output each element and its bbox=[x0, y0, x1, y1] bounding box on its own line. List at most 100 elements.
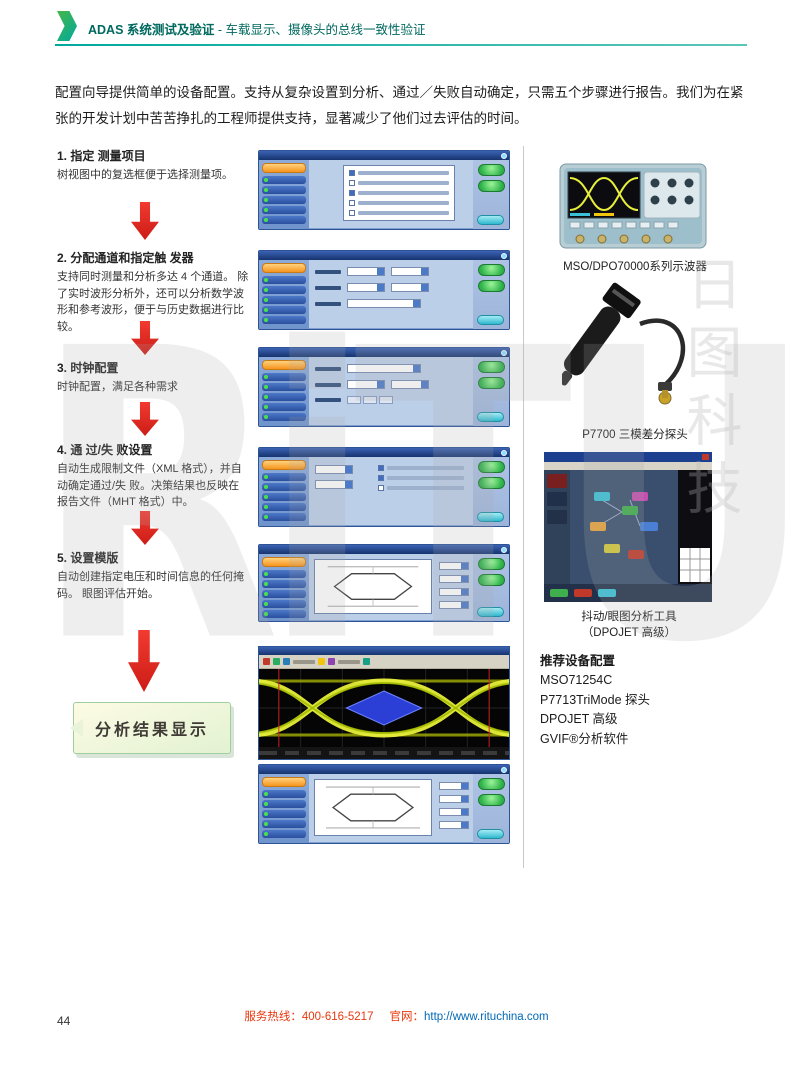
help-icon bbox=[501, 449, 507, 456]
dialog-content bbox=[309, 457, 473, 526]
mask-shape-graphic bbox=[325, 786, 421, 829]
hotline-number: 400-616-5217 bbox=[301, 1011, 374, 1023]
oscilloscope-graphic bbox=[559, 163, 707, 249]
screenshot-step1-measurement-dialog bbox=[258, 150, 510, 230]
dialog-titlebar bbox=[259, 765, 509, 774]
dialog-titlebar bbox=[259, 251, 509, 260]
website-label: 官网： bbox=[389, 1011, 424, 1023]
hotline-label: 服务热线： bbox=[244, 1011, 302, 1023]
header-title-main: ADAS 系统测试及验证 bbox=[88, 23, 215, 37]
help-icon bbox=[501, 546, 507, 553]
dialog-titlebar bbox=[259, 348, 509, 357]
screenshot-final-mask-dialog bbox=[258, 764, 510, 844]
measurement-checklist bbox=[343, 165, 455, 221]
dpojet-tool-screenshot bbox=[544, 452, 712, 602]
down-arrow-icon bbox=[131, 202, 159, 240]
single-button bbox=[477, 574, 505, 586]
eye-diagram-plot bbox=[259, 669, 509, 747]
screenshot-eye-diagram-result bbox=[258, 646, 510, 760]
down-arrow-icon bbox=[131, 402, 159, 436]
run-button bbox=[477, 461, 505, 473]
mask-shape-graphic bbox=[327, 566, 419, 607]
dpojet-tool-graphic bbox=[544, 452, 712, 602]
page-header-title: ADAS 系统测试及验证 - 车载显示、摄像头的总线一致性验证 bbox=[88, 19, 426, 38]
single-button bbox=[477, 377, 505, 389]
setup-button bbox=[262, 777, 306, 787]
recalc-button bbox=[477, 215, 504, 225]
screenshot-step4-passfail-dialog bbox=[258, 447, 510, 527]
window-toolbar bbox=[259, 655, 509, 669]
footer-spacer bbox=[377, 1011, 387, 1023]
step-2-title: 2. 分配通道和指定触 发器 bbox=[57, 251, 194, 265]
down-arrow-icon bbox=[131, 511, 159, 545]
recalc-button bbox=[477, 315, 504, 325]
recalc-button bbox=[477, 829, 504, 839]
recommended-item: P7713TriMode 探头 bbox=[540, 692, 650, 707]
setup-button bbox=[262, 360, 306, 370]
step-1: 1. 指定 测量项目 树视图中的复选框便于选择测量项。 bbox=[57, 147, 249, 184]
intro-paragraph: 配置向导提供简单的设备配置。支持从复杂设置到分析、通过／失败自动确定，只需五个步… bbox=[55, 85, 744, 127]
dialog-content bbox=[309, 357, 473, 426]
run-button bbox=[477, 558, 505, 570]
step-4-title: 4. 通 过/失 败设置 bbox=[57, 443, 153, 457]
dialog-titlebar bbox=[259, 151, 509, 160]
help-icon bbox=[501, 349, 507, 356]
dialog-sidebar bbox=[259, 260, 309, 329]
dialog-sidebar bbox=[259, 554, 309, 621]
measurement-readout-bar bbox=[259, 747, 509, 759]
column-divider bbox=[523, 146, 524, 868]
single-button bbox=[477, 794, 505, 806]
step-1-desc: 树视图中的复选框便于选择测量项。 bbox=[57, 169, 233, 181]
step-5: 5. 设置模版 自动创建指定电压和时间信息的任何掩码。 眼图评估开始。 bbox=[57, 549, 249, 602]
setup-button bbox=[262, 163, 306, 173]
step-3: 3. 时钟配置 时钟配置，满足各种需求 bbox=[57, 359, 249, 396]
step-2-desc: 支持同时测量和分析多达 4 个通道。 除了实时波形分析外，还可以分析数学波形和参… bbox=[57, 271, 249, 333]
window-titlebar bbox=[259, 647, 509, 655]
dialog-content bbox=[309, 554, 473, 621]
page-number: 44 bbox=[57, 1014, 71, 1028]
eye-mask-diagram bbox=[314, 779, 432, 836]
help-icon bbox=[501, 252, 507, 259]
recommended-config: 推荐设备配置 MSO71254C P7713TriMode 探头 DPOJET … bbox=[540, 652, 740, 749]
oscilloscope-caption: MSO/DPO70000系列示波器 bbox=[563, 261, 707, 273]
recommended-item: MSO71254C bbox=[540, 673, 613, 688]
recommended-item: DPOJET 高级 bbox=[540, 712, 618, 727]
screenshot-step2-source-dialog bbox=[258, 250, 510, 330]
recommended-item: GVIF®分析软件 bbox=[540, 731, 629, 746]
recalc-button bbox=[477, 512, 504, 522]
single-button bbox=[477, 280, 505, 292]
dialog-content bbox=[309, 774, 473, 843]
run-button bbox=[477, 778, 505, 790]
header-title-sub: - 车载显示、摄像头的总线一致性验证 bbox=[214, 23, 426, 37]
recalc-button bbox=[477, 607, 504, 617]
screenshot-step5-mask-dialog bbox=[258, 544, 510, 622]
probe-caption: P7700 三模差分探头 bbox=[582, 429, 688, 441]
header-divider bbox=[55, 44, 747, 46]
header-chevron-icon bbox=[57, 11, 77, 41]
help-icon bbox=[501, 152, 507, 159]
dialog-sidebar bbox=[259, 357, 309, 426]
setup-button bbox=[262, 460, 306, 470]
dialog-sidebar bbox=[259, 457, 309, 526]
probe-graphic bbox=[562, 282, 707, 420]
step-3-title: 3. 时钟配置 bbox=[57, 361, 119, 375]
down-arrow-icon bbox=[128, 630, 160, 692]
step-4: 4. 通 过/失 败设置 自动生成限制文件（XML 格式），并自动确定通过/失 … bbox=[57, 441, 249, 511]
step-4-desc: 自动生成限制文件（XML 格式），并自动确定通过/失 败。决策结果也反映在报告文… bbox=[57, 463, 242, 508]
single-button bbox=[477, 180, 505, 192]
oscilloscope-photo bbox=[558, 158, 708, 254]
single-button bbox=[477, 477, 505, 489]
dialog-titlebar bbox=[259, 545, 509, 554]
step-3-desc: 时钟配置，满足各种需求 bbox=[57, 381, 178, 393]
analysis-result-label: 分析结果显示 bbox=[94, 722, 209, 739]
recommended-config-title: 推荐设备配置 bbox=[540, 654, 616, 668]
screenshot-step3-clock-dialog bbox=[258, 347, 510, 427]
website-link[interactable]: http://www.rituchina.com bbox=[423, 1011, 549, 1023]
step-2: 2. 分配通道和指定触 发器 支持同时测量和分析多达 4 个通道。 除了实时波形… bbox=[57, 249, 249, 335]
tool-caption-line1: 抖动/眼图分析工具 bbox=[581, 611, 677, 623]
step-5-title: 5. 设置模版 bbox=[57, 551, 119, 565]
probe-photo bbox=[562, 282, 707, 420]
dialog-content bbox=[309, 160, 473, 229]
dialog-sidebar bbox=[259, 774, 309, 843]
